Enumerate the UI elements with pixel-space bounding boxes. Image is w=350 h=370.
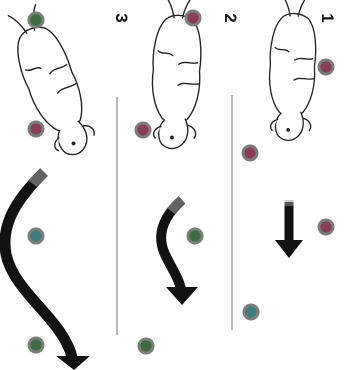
placement-dot-center xyxy=(31,231,42,242)
placement-dot-center xyxy=(31,124,42,135)
placement-dot-center xyxy=(31,15,42,26)
placement-dot-center xyxy=(245,148,256,159)
placement-dot-center xyxy=(190,231,201,242)
placement-dot-center xyxy=(31,340,42,351)
panel-number-3: 3 xyxy=(112,13,131,22)
panel-number-1: 1 xyxy=(318,13,337,22)
sheep-3 xyxy=(0,1,102,161)
arrow-straight xyxy=(275,200,303,258)
arrow-wide-curve xyxy=(5,172,90,370)
placement-dot-center xyxy=(321,222,332,233)
panel-number-2: 2 xyxy=(221,13,240,22)
placement-dot-center xyxy=(141,341,152,352)
sheep-1 xyxy=(267,0,317,141)
placement-dot-center xyxy=(246,307,257,318)
placement-dot-center xyxy=(138,125,149,136)
placement-dot-center xyxy=(188,13,199,24)
placement-dot-center xyxy=(321,62,332,73)
arrow-slight-curve xyxy=(161,200,198,305)
